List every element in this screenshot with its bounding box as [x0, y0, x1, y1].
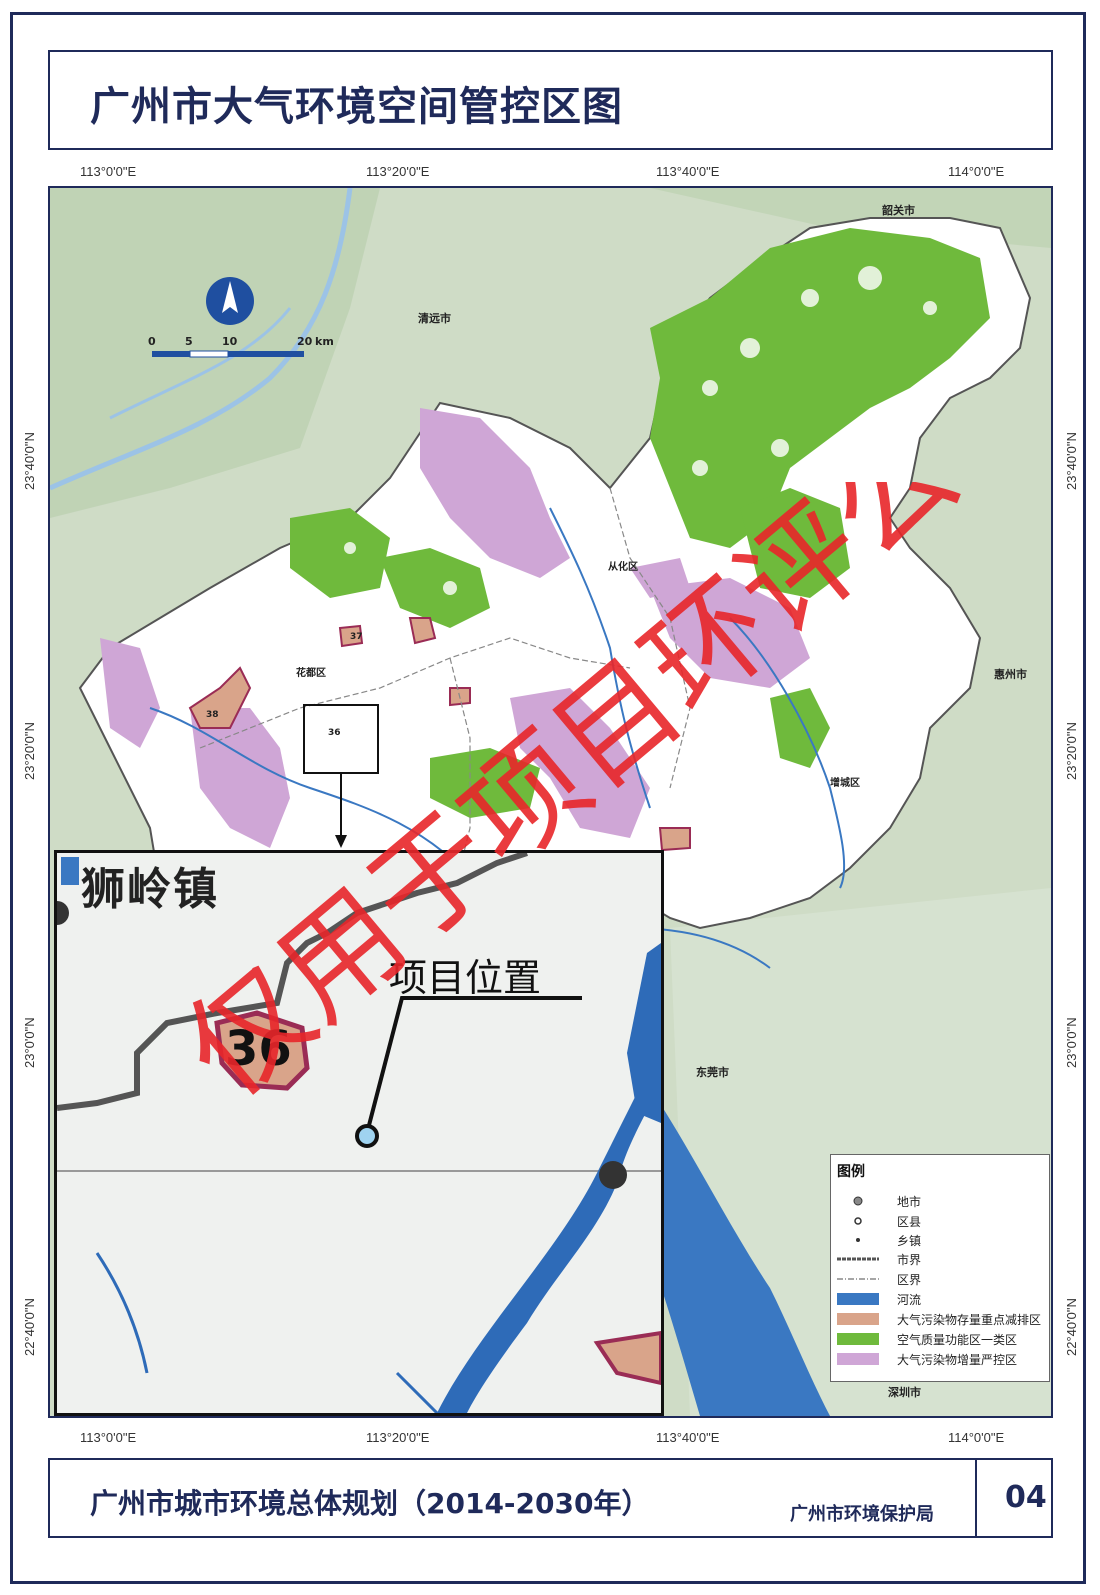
legend-row-city: 地市: [837, 1193, 1047, 1211]
increment-zone-icon: [837, 1353, 879, 1365]
title-box: 广州市大气环境空间管控区图: [48, 50, 1053, 150]
coord-right-3: 23°0'0"N: [1064, 1017, 1079, 1068]
footer-agency: 广州市环境保护局: [790, 1504, 934, 1525]
place-dongguan: 东莞市: [696, 1066, 729, 1079]
district-dot-icon: [854, 1217, 862, 1225]
district-boundary-icon: [837, 1278, 879, 1280]
legend-label-city-boundary: 市界: [897, 1253, 922, 1267]
class1-zone-icon: [837, 1333, 879, 1345]
place-shenzhen: 深圳市: [888, 1386, 921, 1399]
place-qingyuan: 清远市: [418, 312, 451, 325]
zone-37-label: 37: [350, 632, 363, 642]
legend: 图例 地市 区县 乡镇 市界 区界 河流 大气污染物存量重点减排区: [830, 1154, 1050, 1382]
coord-right-2: 23°20'0"N: [1064, 722, 1079, 780]
coord-bottom-2: 113°20'0"E: [366, 1430, 430, 1445]
legend-row-city-boundary: 市界: [837, 1251, 1047, 1269]
city-dot-icon: [853, 1196, 863, 1206]
inset-callout: 项目位置: [389, 956, 542, 1000]
coord-left-1: 23°40'0"N: [22, 432, 37, 490]
coord-right-1: 23°40'0"N: [1064, 432, 1079, 490]
coord-bottom-1: 113°0'0"E: [80, 1430, 137, 1445]
scale-10: 10: [222, 335, 238, 348]
city-boundary-icon: [837, 1257, 879, 1261]
coord-bottom-3: 113°40'0"E: [656, 1430, 720, 1445]
footer: 广州市城市环境总体规划（2014-2030年） 广州市环境保护局 04: [48, 1458, 1053, 1538]
map-frame[interactable]: 0 5 10 20 km 韶关市 清远市 惠州市 东莞市 深圳市 花都区 从化区…: [48, 186, 1053, 1418]
legend-label-town: 乡镇: [897, 1234, 922, 1248]
coord-left-2: 23°20'0"N: [22, 722, 37, 780]
legend-label-city: 地市: [897, 1195, 922, 1209]
legend-label-district-boundary: 区界: [897, 1273, 922, 1287]
coord-left-4: 22°40'0"N: [22, 1298, 37, 1356]
coord-top-3: 113°40'0"E: [656, 164, 720, 179]
coord-left-3: 23°0'0"N: [22, 1017, 37, 1068]
scale-0: 0: [148, 335, 156, 348]
footer-divider: [975, 1460, 977, 1536]
place-conghua: 从化区: [608, 562, 638, 573]
scale-unit: km: [315, 335, 334, 348]
legend-title: 图例: [837, 1164, 865, 1180]
footer-title: 广州市城市环境总体规划（2014-2030年）: [90, 1487, 650, 1520]
scale-20: 20: [297, 335, 313, 348]
coord-right-4: 22°40'0"N: [1064, 1298, 1079, 1356]
inset-map[interactable]: 狮岭镇 项目位置 36: [54, 850, 664, 1416]
place-shaoguan: 韶关市: [882, 204, 915, 217]
coord-top-4: 114°0'0"E: [948, 164, 1005, 179]
legend-label-increment: 大气污染物增量严控区: [897, 1353, 1018, 1367]
north-arrow-icon: [206, 277, 254, 325]
outer-frame: [10, 12, 1086, 1584]
page-number: 04: [1005, 1480, 1047, 1515]
legend-row-class1: 空气质量功能区一类区: [837, 1331, 1047, 1349]
page-title: 广州市大气环境空间管控区图: [90, 84, 623, 130]
place-zengcheng: 增城区: [830, 778, 860, 789]
place-huadu: 花都区: [296, 668, 326, 679]
inset-svg: [57, 853, 661, 1413]
zone-38-label: 38: [206, 710, 219, 720]
legend-row-district: 区县: [837, 1213, 1047, 1231]
inset-zone-number: 36: [225, 1021, 292, 1077]
legend-label-river: 河流: [897, 1293, 922, 1307]
legend-row-river: 河流: [837, 1291, 1047, 1309]
legend-row-reduction: 大气污染物存量重点减排区: [837, 1311, 1047, 1329]
legend-row-increment: 大气污染物增量严控区: [837, 1351, 1047, 1369]
town-dot-icon: [856, 1238, 860, 1242]
coord-bottom-4: 114°0'0"E: [948, 1430, 1005, 1445]
legend-label-class1: 空气质量功能区一类区: [897, 1333, 1018, 1347]
inset-town-label: 狮岭镇: [81, 864, 219, 915]
legend-row-district-boundary: 区界: [837, 1271, 1047, 1289]
zone-36-label: 36: [328, 728, 341, 738]
river-icon: [837, 1293, 879, 1305]
legend-label-reduction: 大气污染物存量重点减排区: [897, 1313, 1042, 1327]
legend-label-district: 区县: [897, 1215, 922, 1229]
reduction-zone-icon: [837, 1313, 879, 1325]
coord-top-1: 113°0'0"E: [80, 164, 137, 179]
coord-top-2: 113°20'0"E: [366, 164, 430, 179]
scale-5: 5: [185, 335, 193, 348]
legend-row-town: 乡镇: [837, 1232, 1047, 1250]
place-huizhou: 惠州市: [994, 668, 1027, 681]
